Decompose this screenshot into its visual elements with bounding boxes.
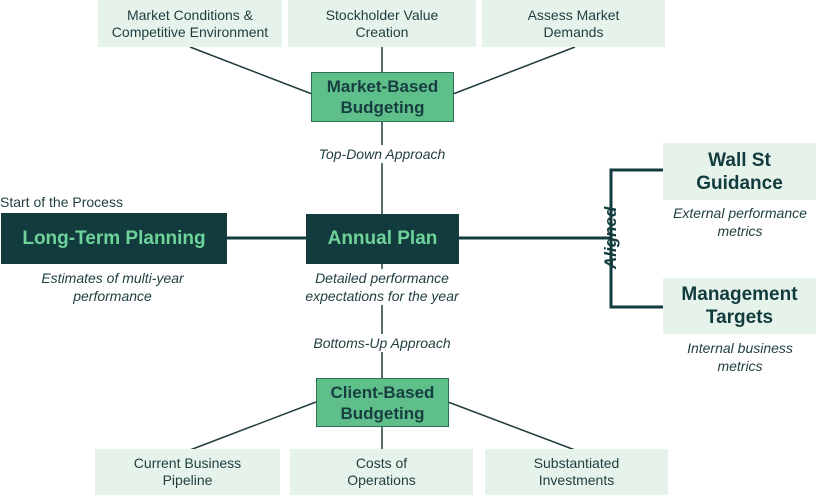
assess-market-box: Assess Market Demands: [482, 0, 665, 47]
current-business-pipeline-box: Current Business Pipeline: [95, 449, 280, 495]
aligned-label: Aligned: [601, 206, 620, 269]
substantiated-investments-box: Substantiated Investments: [485, 449, 668, 495]
long-term-caption: Estimates of multi-year performance: [15, 269, 210, 305]
annual-plan-box: Annual Plan: [306, 214, 459, 264]
top-down-label: Top-Down Approach: [297, 145, 467, 163]
annual-plan-caption: Detailed performance expectations for th…: [287, 269, 477, 305]
wall-st-guidance-box: Wall St Guidance: [663, 143, 816, 200]
market-based-budgeting-box: Market-Based Budgeting: [311, 72, 454, 122]
management-targets-box: Management Targets: [663, 278, 816, 334]
management-targets-caption: Internal business metrics: [655, 339, 817, 375]
long-term-planning-box: Long-Term Planning: [1, 213, 227, 264]
start-of-process-label: Start of the Process: [0, 194, 123, 210]
costs-of-operations-box: Costs of Operations: [290, 449, 473, 495]
wall-st-caption: External performance metrics: [655, 204, 817, 240]
client-based-budgeting-box: Client-Based Budgeting: [316, 378, 449, 427]
bottoms-up-label: Bottoms-Up Approach: [292, 334, 472, 352]
stockholder-value-box: Stockholder Value Creation: [288, 0, 476, 47]
market-conditions-box: Market Conditions & Competitive Environm…: [98, 0, 282, 47]
